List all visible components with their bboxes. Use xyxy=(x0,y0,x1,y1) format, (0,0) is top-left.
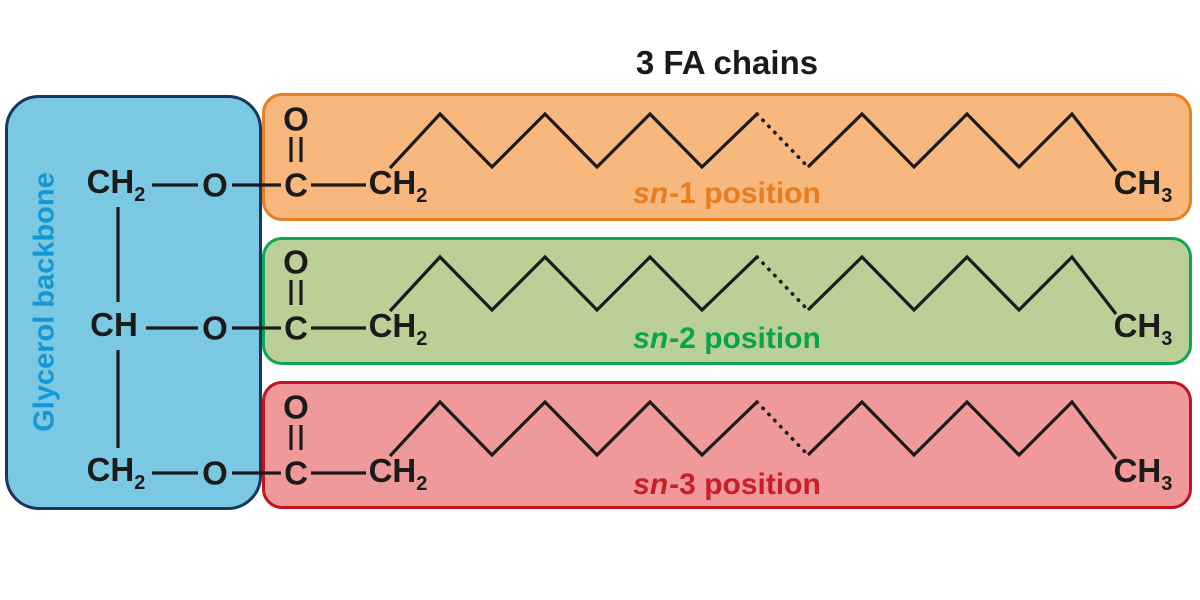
sn2-bonds xyxy=(232,254,1118,330)
sn3-ch3: CH3 xyxy=(1114,454,1173,494)
sn2-carbonyl-carbon: C xyxy=(284,309,308,347)
sn2-label-rest: -2 position xyxy=(669,322,821,355)
backbone-group-1-base: CH xyxy=(86,163,135,201)
sn3-ch3-base: CH xyxy=(1113,452,1162,490)
sn1-ch3: CH3 xyxy=(1114,166,1173,206)
sn3-label-rest: -3 position xyxy=(669,468,821,501)
sn2-ch2: CH2 xyxy=(369,309,428,349)
glycerol-backbone-box xyxy=(5,95,262,510)
backbone-group-2: CH xyxy=(90,308,138,348)
backbone-oxygen-3: O xyxy=(202,454,228,492)
backbone-group-3-base: CH xyxy=(86,451,135,489)
sn3-ch2-base: CH xyxy=(368,452,417,490)
backbone-group-2-base: CH xyxy=(90,306,138,344)
backbone-oxygen-1: O xyxy=(202,166,228,204)
sn1-ch3-base: CH xyxy=(1113,164,1162,202)
sn1-ch2-sub: 2 xyxy=(416,184,428,207)
sn2-label-sn: sn xyxy=(633,322,669,355)
sn1-carbonyl-oxygen: O xyxy=(283,100,309,138)
sn2-ch2-sub: 2 xyxy=(416,327,428,350)
sn2-carbonyl-oxygen: O xyxy=(283,243,309,281)
sn1-ch2-base: CH xyxy=(368,164,417,202)
sn3-ch2-sub: 2 xyxy=(416,472,428,495)
sn2-label: sn-2 position xyxy=(633,324,821,354)
sn3-carbonyl-carbon: C xyxy=(284,454,308,492)
sn1-ch3-sub: 3 xyxy=(1161,184,1173,207)
diagram-title: 3 FA chains xyxy=(635,44,819,81)
sn1-label-rest: -1 position xyxy=(669,177,821,210)
sn3-label-sn: sn xyxy=(633,468,669,501)
sn1-carbonyl-carbon: C xyxy=(284,166,308,204)
backbone-group-3-sub: 2 xyxy=(134,471,146,494)
backbone-group-3: CH2 xyxy=(87,453,146,493)
sn3-chain-box xyxy=(262,381,1192,509)
backbone-bonds xyxy=(116,183,198,475)
sn1-label: sn-1 position xyxy=(633,179,821,209)
sn2-ch3-base: CH xyxy=(1113,307,1162,345)
sn3-ch3-sub: 3 xyxy=(1161,472,1173,495)
sn1-bonds xyxy=(232,111,1118,187)
sn2-chain-box xyxy=(262,237,1192,365)
glycerol-backbone-label: Glycerol backbone xyxy=(28,172,61,432)
sn3-bonds xyxy=(232,399,1118,475)
sn3-carbonyl-oxygen: O xyxy=(283,388,309,426)
sn2-ch3-sub: 3 xyxy=(1161,327,1173,350)
backbone-group-1-sub: 2 xyxy=(134,183,146,206)
sn2-ch3: CH3 xyxy=(1114,309,1173,349)
sn3-ch2: CH2 xyxy=(369,454,428,494)
backbone-group-1: CH2 xyxy=(87,165,146,205)
sn1-chain-box xyxy=(262,93,1192,221)
sn3-label: sn-3 position xyxy=(633,470,821,500)
sn1-label-sn: sn xyxy=(633,177,669,210)
sn1-ch2: CH2 xyxy=(369,166,428,206)
backbone-oxygen-2: O xyxy=(202,309,228,347)
sn2-ch2-base: CH xyxy=(368,307,417,345)
